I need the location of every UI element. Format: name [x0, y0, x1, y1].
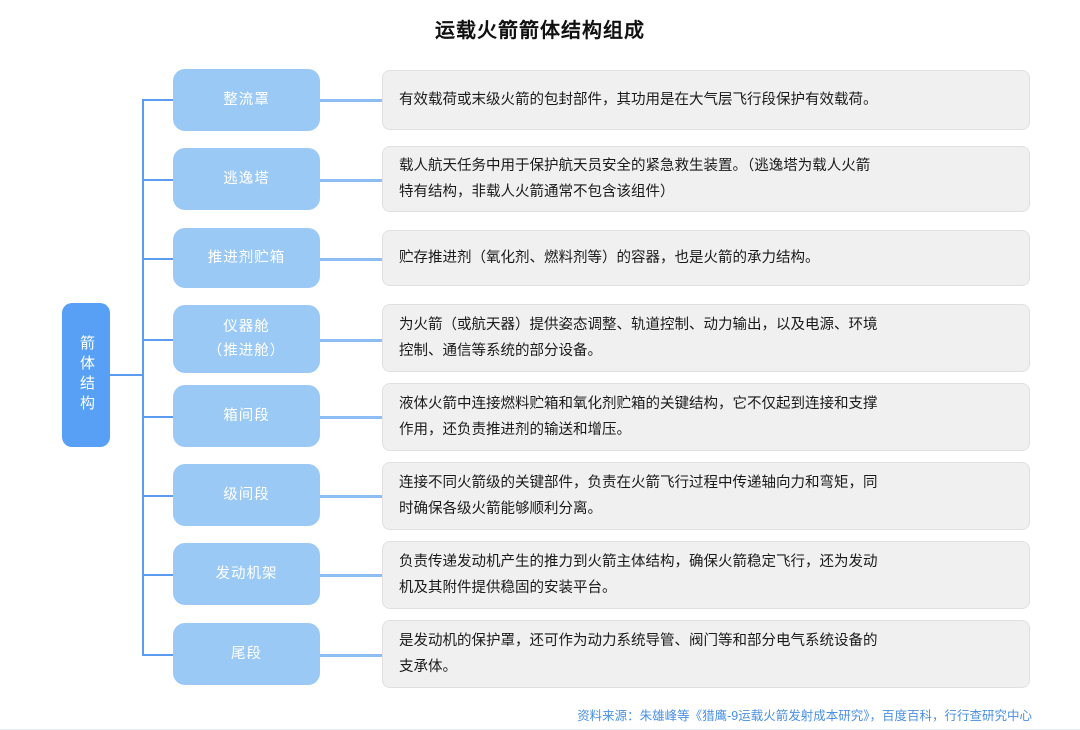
branch-node-8[interactable]: 尾段 [173, 623, 320, 685]
branch-node-label: 发动机架 [215, 566, 278, 582]
description-line: 连接不同火箭级的关键部件，负责在火箭飞行过程中传递轴向力和弯矩，同 [399, 475, 878, 491]
branch-node-label: 级间段 [223, 487, 270, 503]
description-box-5: 液体火箭中连接燃料贮箱和氧化剂贮箱的关键结构，它不仅起到连接和支撑作用，还负责推… [382, 383, 1030, 451]
description-box-1: 有效载荷或末级火箭的包封部件，其功用是在大气层飞行段保护有效载荷。 [382, 70, 1030, 130]
branch-node-label: 整流罩 [223, 92, 270, 108]
branch-connector [142, 179, 176, 181]
node-desc-link [320, 179, 382, 182]
branch-node-label: 尾段 [231, 646, 262, 662]
node-desc-link [320, 574, 382, 577]
branch-node-5[interactable]: 箱间段 [173, 385, 320, 447]
node-desc-link [320, 495, 382, 498]
description-line: 机及其附件提供稳固的安装平台。 [399, 580, 617, 596]
description-box-7: 负责传递发动机产生的推力到火箭主体结构，确保火箭稳定飞行，还为发动机及其附件提供… [382, 541, 1030, 609]
source-attribution: 资料来源：朱雄峰等《猎鹰-9运载火箭发射成本研究》，百度百科，行行查研究中心 [577, 709, 1032, 723]
description-line: 控制、通信等系统的部分设备。 [399, 343, 602, 359]
node-desc-link [320, 339, 382, 342]
branch-connector [142, 495, 176, 497]
branch-node-7[interactable]: 发动机架 [173, 543, 320, 605]
node-desc-link [320, 654, 382, 657]
branch-node-sublabel: （推进舱） [207, 343, 286, 359]
description-box-6: 连接不同火箭级的关键部件，负责在火箭飞行过程中传递轴向力和弯矩，同时确保各级火箭… [382, 462, 1030, 530]
node-desc-link [320, 416, 382, 419]
branch-node-2[interactable]: 逃逸塔 [173, 148, 320, 210]
branch-node-4[interactable]: 仪器舱 （推进舱） [173, 305, 320, 373]
branch-node-label: 仪器舱 [223, 319, 270, 335]
node-desc-link [320, 258, 382, 261]
description-line: 是发动机的保护罩，还可作为动力系统导管、阀门等和部分电气系统设备的 [399, 633, 878, 649]
branch-connector [142, 258, 176, 260]
description-line: 为火箭（或航天器）提供姿态调整、轨道控制、动力输出，以及电源、环境 [399, 317, 878, 333]
description-box-3: 贮存推进剂（氧化剂、燃料剂等）的容器，也是火箭的承力结构。 [382, 230, 1030, 286]
branch-node-label: 箱间段 [223, 408, 270, 424]
branch-node-3[interactable]: 推进剂贮箱 [173, 228, 320, 288]
node-desc-link [320, 99, 382, 102]
description-box-2: 载人航天任务中用于保护航天员安全的紧急救生装置。（逃逸塔为载人火箭特有结构，非载… [382, 146, 1030, 212]
description-line: 贮存推进剂（氧化剂、燃料剂等）的容器，也是火箭的承力结构。 [399, 250, 820, 266]
branch-node-6[interactable]: 级间段 [173, 464, 320, 526]
branch-connector [142, 339, 176, 341]
description-line: 时确保各级火箭能够顺利分离。 [399, 501, 602, 517]
description-line: 支承体。 [399, 659, 457, 675]
description-line: 载人航天任务中用于保护航天员安全的紧急救生装置。（逃逸塔为载人火箭 [399, 158, 871, 174]
description-line: 有效载荷或末级火箭的包封部件，其功用是在大气层飞行段保护有效载荷。 [399, 92, 878, 108]
trunk-connector [142, 99, 144, 655]
description-line: 特有结构，非载人火箭通常不包含该组件） [399, 184, 675, 200]
branch-node-label: 逃逸塔 [223, 171, 270, 187]
branch-connector [142, 416, 176, 418]
description-line: 液体火箭中连接燃料贮箱和氧化剂贮箱的关键结构，它不仅起到连接和支撑 [399, 396, 878, 412]
branch-connector [142, 99, 176, 101]
description-box-8: 是发动机的保护罩，还可作为动力系统导管、阀门等和部分电气系统设备的支承体。 [382, 620, 1030, 688]
page-title: 运载火箭箭体结构组成 [435, 20, 645, 42]
description-line: 作用，还负责推进剂的输送和增压。 [399, 422, 631, 438]
description-line: 负责传递发动机产生的推力到火箭主体结构，确保火箭稳定飞行，还为发动 [399, 554, 878, 570]
branch-node-1[interactable]: 整流罩 [173, 69, 320, 131]
branch-connector [142, 574, 176, 576]
root-node[interactable]: 箭体结构 [62, 303, 110, 447]
description-box-4: 为火箭（或航天器）提供姿态调整、轨道控制、动力输出，以及电源、环境控制、通信等系… [382, 304, 1030, 372]
root-stub-connector [110, 374, 144, 376]
branch-connector [142, 654, 176, 656]
branch-node-label: 推进剂贮箱 [207, 250, 286, 266]
root-node-label: 箭体结构 [78, 335, 95, 415]
